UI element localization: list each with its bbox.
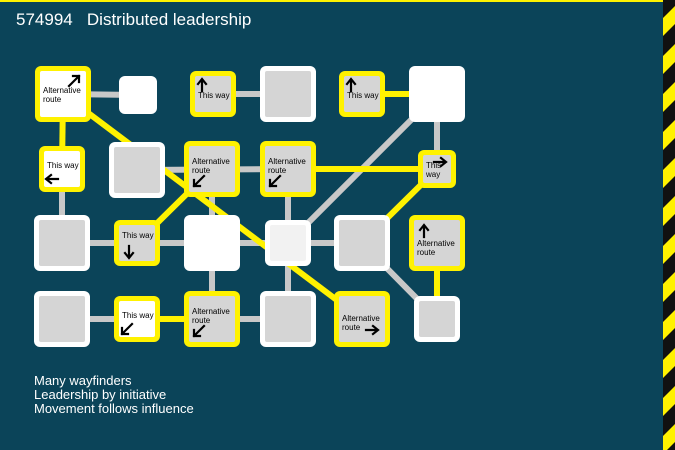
node-n4 <box>109 142 165 198</box>
node-n5: This way <box>339 71 385 117</box>
title-text: Distributed leadership <box>86 10 252 29</box>
stripe-band <box>663 272 675 302</box>
node-label: This way <box>47 161 79 170</box>
stripe-band <box>663 44 675 74</box>
node-fill <box>39 296 85 342</box>
node-label: route <box>268 166 287 175</box>
node-label: Alternative <box>192 307 230 316</box>
arrow-up-icon <box>345 77 357 93</box>
node-label: This way <box>198 91 230 100</box>
node-label: Alternative <box>43 86 81 95</box>
stripe-band <box>663 196 675 226</box>
arrow-up-right-icon <box>67 74 81 88</box>
arrow-up-icon <box>418 223 430 239</box>
node-n23 <box>414 296 460 342</box>
stripe-band <box>663 386 675 416</box>
arrow-right-icon <box>432 156 448 168</box>
arrow-down-left-icon <box>120 322 134 336</box>
stripe-band <box>663 348 675 378</box>
node-n15 <box>265 220 311 266</box>
node-n21 <box>260 291 316 347</box>
node-fill <box>270 225 306 261</box>
stripe-bg <box>663 0 675 450</box>
node-fill <box>114 147 160 193</box>
node-n6 <box>409 66 465 122</box>
node-label: way <box>425 170 440 179</box>
node-label: This way <box>122 311 154 320</box>
node-fill <box>265 71 311 117</box>
node-n14 <box>184 215 240 271</box>
stripe-band <box>663 6 675 36</box>
node-n8 <box>260 66 316 122</box>
node-fill <box>414 71 460 117</box>
top-accent-line <box>0 0 663 2</box>
node-label: route <box>417 248 436 257</box>
title-id: 574994 <box>16 10 73 29</box>
node-label: route <box>192 316 211 325</box>
stripe-band <box>663 234 675 264</box>
page-title: 574994 Distributed leadership <box>16 10 251 30</box>
node-label: route <box>192 166 211 175</box>
node-label: This <box>426 161 441 170</box>
arrow-down-left-icon <box>268 174 282 188</box>
node-fill <box>414 220 460 266</box>
caption-line-3: Movement follows influence <box>34 401 194 416</box>
caption-line-2: Leadership by initiative <box>34 387 167 402</box>
node-label: Alternative <box>192 157 230 166</box>
arrow-down-left-icon <box>192 174 206 188</box>
arrow-down-left-icon <box>192 324 206 338</box>
node-n19: This way <box>114 296 160 342</box>
hazard-stripe <box>663 0 675 450</box>
node-n3: This way <box>190 71 236 117</box>
stripe-band <box>663 120 675 150</box>
arrow-up-icon <box>196 77 208 93</box>
node-label: This way <box>122 231 154 240</box>
node-n13: This way <box>114 220 160 266</box>
stripe-band <box>663 158 675 188</box>
node-label: route <box>342 323 361 332</box>
arrow-down-icon <box>123 244 135 260</box>
node-fill <box>265 296 311 342</box>
node-label: Alternative <box>342 314 380 323</box>
caption: Many wayfinders Leadership by initiative… <box>34 374 194 416</box>
node-fill <box>40 71 86 117</box>
node-fill <box>124 81 152 109</box>
node-n12 <box>34 215 90 271</box>
arrow-left-icon <box>44 173 60 185</box>
node-label: Alternative <box>417 239 455 248</box>
node-label: This way <box>347 91 379 100</box>
node-fill <box>189 220 235 266</box>
stripe-band <box>663 424 675 450</box>
node-n18 <box>34 291 90 347</box>
node-n2 <box>119 76 157 114</box>
caption-line-1: Many wayfinders <box>34 373 132 388</box>
node-fill <box>419 301 455 337</box>
node-fill <box>39 220 85 266</box>
edge-n1-n22 <box>61 91 364 322</box>
stripe-band <box>663 310 675 340</box>
arrow-right-icon <box>364 324 380 336</box>
edges-layer <box>59 91 440 322</box>
node-fill <box>339 220 385 266</box>
node-fill <box>195 76 231 112</box>
node-label: route <box>43 95 62 104</box>
node-n16 <box>334 215 390 271</box>
node-label: Alternative <box>268 157 306 166</box>
node-n7: This way <box>39 146 85 192</box>
node-fill <box>344 76 380 112</box>
stripe-band <box>663 82 675 112</box>
